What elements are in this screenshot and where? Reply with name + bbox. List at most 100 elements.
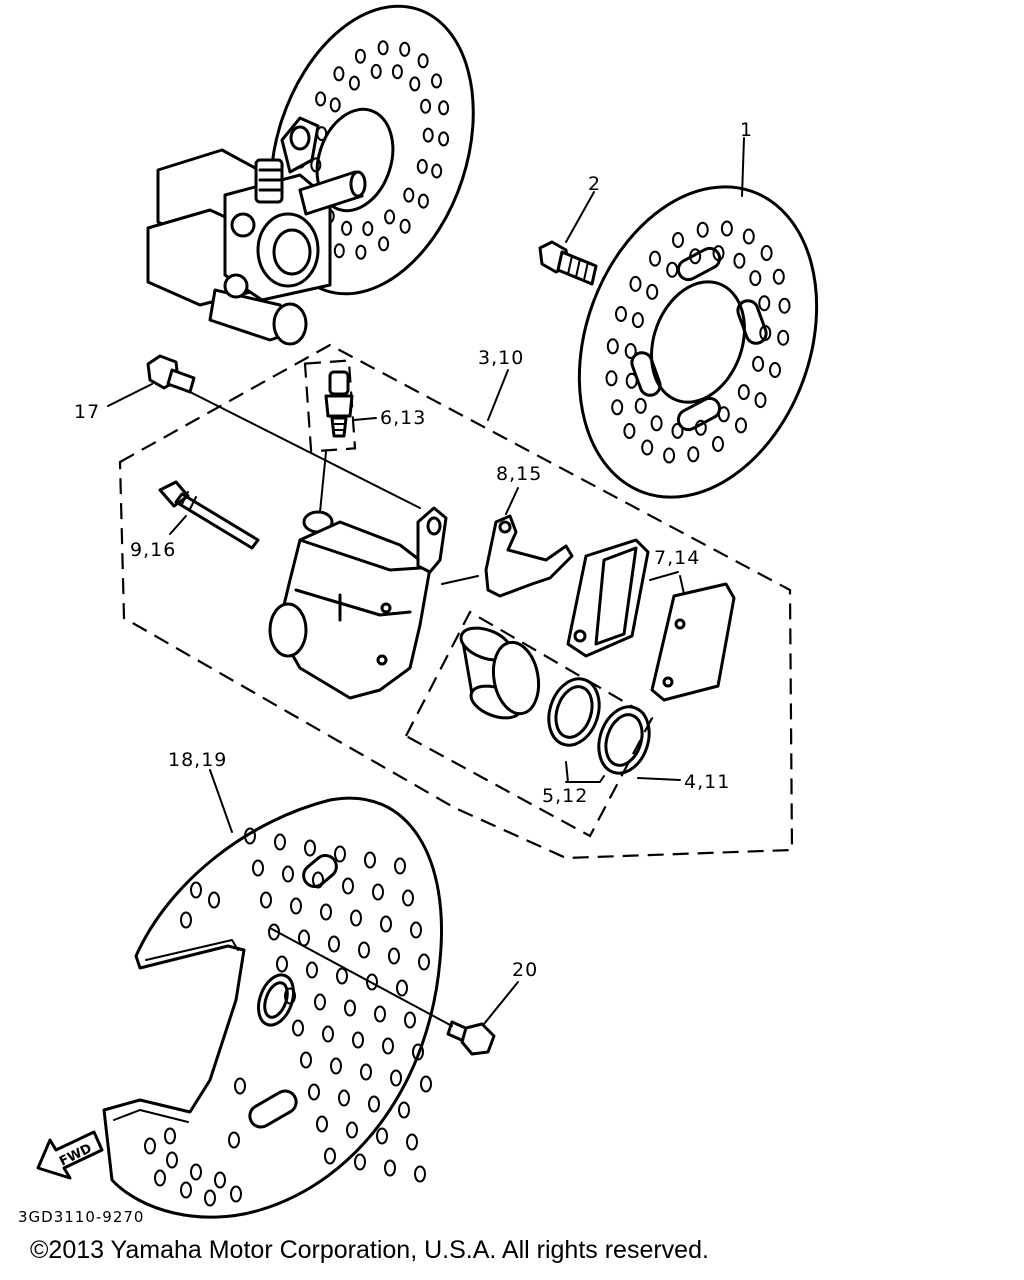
vent-hole <box>352 1031 364 1049</box>
vent-hole <box>404 1011 416 1029</box>
vent-hole <box>368 1095 380 1113</box>
vent-hole <box>154 1169 166 1187</box>
vent-hole <box>672 232 684 248</box>
vent-hole <box>420 98 432 114</box>
vent-hole <box>346 1121 358 1139</box>
vent-hole <box>687 446 700 463</box>
vent-hole <box>412 1043 424 1061</box>
vent-hole <box>406 1133 418 1151</box>
vent-hole <box>625 372 638 389</box>
vent-hole <box>422 127 434 143</box>
callout-6-13: 6,13 <box>380 407 426 429</box>
vent-hole <box>374 1005 386 1023</box>
vent-hole <box>370 63 382 79</box>
vent-hole <box>230 1185 242 1203</box>
vent-hole <box>641 439 654 456</box>
vent-hole <box>336 967 348 985</box>
vent-hole <box>749 270 762 287</box>
vent-hole <box>304 839 316 857</box>
vent-hole <box>310 157 322 173</box>
vent-hole <box>244 827 256 845</box>
vent-hole <box>605 370 618 387</box>
vent-hole <box>663 447 676 464</box>
vent-hole <box>276 955 288 973</box>
vent-hole <box>324 1147 336 1165</box>
vent-hole <box>180 911 192 929</box>
vent-hole <box>777 329 790 346</box>
vent-hole <box>364 851 376 869</box>
vent-hole <box>737 384 750 401</box>
vent-hole <box>694 419 707 436</box>
vent-hole <box>372 883 384 901</box>
vent-hole <box>712 436 724 452</box>
vent-hole <box>290 897 302 915</box>
vent-hole <box>760 245 773 261</box>
vent-hole <box>754 392 767 409</box>
vent-hole <box>391 64 403 80</box>
vent-hole <box>624 343 637 359</box>
vent-hole <box>390 1069 402 1087</box>
callout-4-11: 4,11 <box>684 771 730 793</box>
piston-seals <box>547 677 651 775</box>
vent-hole <box>320 903 332 921</box>
vent-hole <box>312 871 324 889</box>
vent-hole <box>322 1025 334 1043</box>
callout-7-14: 7,14 <box>654 547 700 569</box>
disc-bolt <box>538 240 598 286</box>
callout-20: 20 <box>512 959 538 981</box>
vent-hole <box>414 1165 426 1183</box>
vent-hole <box>274 833 286 851</box>
vent-hole <box>712 245 725 262</box>
vent-hole <box>417 53 429 69</box>
vent-hole <box>382 1037 394 1055</box>
vent-hole <box>362 221 374 237</box>
vent-hole <box>292 1019 304 1037</box>
vent-hole <box>384 209 396 225</box>
vent-hole <box>402 889 414 907</box>
vent-hole <box>388 947 400 965</box>
callout-2: 2 <box>588 173 601 195</box>
vent-hole <box>742 228 755 245</box>
vent-hole <box>384 1159 396 1177</box>
vent-hole <box>410 921 422 939</box>
copyright-notice: ©2013 Yamaha Motor Corporation, U.S.A. A… <box>30 1236 709 1264</box>
vent-hole <box>204 1189 216 1207</box>
vent-hole <box>341 220 353 236</box>
vent-hole <box>208 891 220 909</box>
callout-9-16: 9,16 <box>130 539 176 561</box>
brake-disc <box>577 185 819 499</box>
vent-hole <box>190 1163 202 1181</box>
vent-hole <box>354 48 366 64</box>
vent-hole <box>355 244 367 260</box>
vent-hole <box>366 973 378 991</box>
vent-hole <box>417 193 429 209</box>
vent-hole <box>758 295 771 312</box>
vent-hole <box>671 422 684 439</box>
vent-hole <box>615 306 627 322</box>
vent-hole <box>717 406 730 423</box>
vent-hole <box>398 1101 410 1119</box>
vent-hole <box>144 1137 156 1155</box>
vent-hole <box>306 961 318 979</box>
vent-hole <box>631 312 644 329</box>
vent-hole <box>315 91 327 107</box>
callout-17: 17 <box>74 401 100 423</box>
vent-hole <box>735 417 747 434</box>
brake-pads <box>566 538 736 702</box>
vent-hole <box>180 1181 192 1199</box>
bleed-screw <box>324 370 354 438</box>
vent-hole <box>228 1131 240 1149</box>
callout-5-12: 5,12 <box>542 785 588 807</box>
vent-hole <box>606 338 619 355</box>
vent-hole <box>300 1051 312 1069</box>
vent-hole <box>344 999 356 1017</box>
vent-hole <box>649 250 661 267</box>
vent-hole <box>376 1127 388 1145</box>
vent-hole <box>666 261 679 278</box>
vent-hole <box>350 909 362 927</box>
vent-hole <box>333 243 345 259</box>
vent-hole <box>416 158 428 174</box>
vent-hole <box>329 97 341 113</box>
vent-hole <box>334 845 346 863</box>
vent-hole <box>377 40 389 56</box>
